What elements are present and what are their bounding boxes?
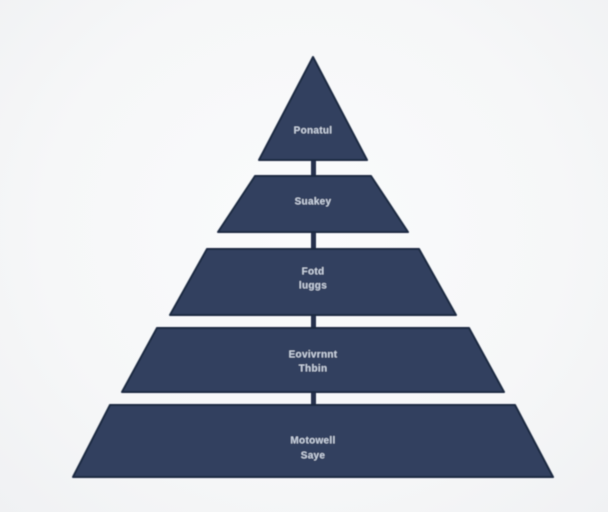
tier-3-label-line1: Fotd	[302, 267, 325, 278]
tier-1-label: Ponatul	[294, 126, 333, 137]
tier-2-label: Suakey	[295, 197, 332, 208]
pyramid-tier-2	[217, 175, 409, 233]
tier-5-label-line2: Saye	[301, 451, 326, 462]
tier-connector	[311, 157, 316, 179]
pyramid-tier-4	[121, 327, 505, 393]
tier-connector	[311, 229, 316, 252]
pyramid-tier-1	[258, 56, 368, 161]
tier-connector	[311, 312, 316, 331]
tier-4-label-line2: Thbin	[299, 364, 328, 375]
pyramid-tier-3	[169, 248, 457, 316]
tier-4-label-line1: Eovivrnnt	[289, 350, 338, 361]
tier-3-label-line2: luggs	[299, 281, 327, 292]
tier-5-label-line1: Motowell	[290, 436, 335, 447]
pyramid-tier-5	[72, 404, 554, 478]
tier-connector	[311, 389, 316, 408]
